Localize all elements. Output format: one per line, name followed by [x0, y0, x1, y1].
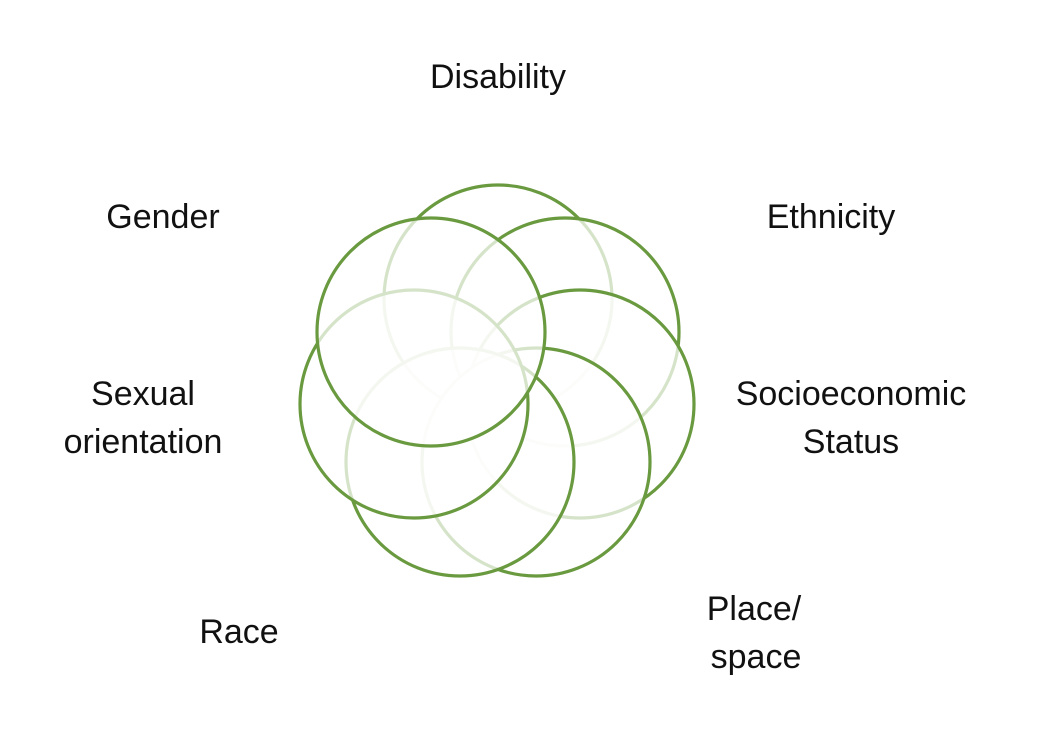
label-sexual-orientation-line2: orientation [64, 423, 223, 461]
overlapping-circles [298, 183, 696, 578]
label-disability: Disability [430, 58, 566, 96]
label-gender: Gender [106, 198, 219, 236]
label-place-line2: space [711, 638, 802, 676]
circle-upper-left [315, 216, 547, 448]
label-sexual-orientation-line1: Sexual [91, 375, 195, 413]
label-socioeconomic-line2: Status [803, 423, 899, 461]
label-place-line1: Place/ [707, 590, 802, 628]
label-race: Race [199, 613, 278, 651]
label-socioeconomic-line1: Socioeconomic [736, 375, 967, 413]
label-ethnicity: Ethnicity [767, 198, 896, 236]
